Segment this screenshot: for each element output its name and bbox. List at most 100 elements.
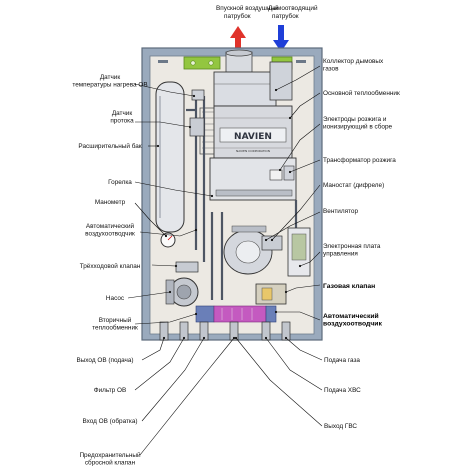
auto-air-vent-label-line: воздухоотводчик bbox=[85, 231, 135, 238]
ignition-transformer-callout: Трансформатор розжига bbox=[288, 157, 396, 174]
pump-label: Насос bbox=[106, 295, 125, 302]
pump-leader-dot bbox=[168, 290, 172, 294]
expansion-tank-leader-dot bbox=[156, 144, 160, 148]
flow-sensor-label-line: протока bbox=[110, 118, 134, 125]
burner-label: Горелка bbox=[108, 179, 132, 186]
cold-water-supply-leader-dot bbox=[264, 336, 268, 340]
control-board-label-line: управления bbox=[323, 251, 358, 258]
manostat-label-line: Маностат (дифреле) bbox=[323, 182, 384, 189]
gas-valve-leader bbox=[285, 284, 321, 293]
expansion-tank-label: Расширительный бак bbox=[78, 142, 141, 150]
main-hx-label-line: Основной теплообменник bbox=[323, 89, 400, 97]
secondary-hx-label-line: Вторичный bbox=[99, 316, 132, 324]
ov-supply-callout: Выход ОВ (подача) bbox=[76, 336, 166, 364]
ignition-transformer-label-line: Трансформатор розжига bbox=[323, 157, 396, 164]
fan-leader bbox=[265, 211, 321, 241]
air-inlet-arrow bbox=[230, 26, 246, 55]
flow-sensor-part bbox=[189, 117, 205, 137]
flue-outlet-label-l2: патрубок bbox=[272, 12, 299, 20]
gas-valve-part bbox=[255, 283, 287, 305]
expansion-tank-label-line: Расширительный бак bbox=[78, 142, 141, 150]
three-way-valve-label: Трёхходовой клапан bbox=[80, 262, 141, 270]
auto-air-vent-right-label-line: воздухоотводчик bbox=[323, 321, 382, 328]
fan-callout: Вентилятор bbox=[264, 208, 358, 242]
safety-valve-label-line: Предохранительный bbox=[79, 451, 141, 459]
air-inlet-label-l2: патрубок bbox=[224, 12, 251, 20]
brand-subtitle: NAVIEN CORPORATION bbox=[236, 149, 270, 153]
fan-label: Вентилятор bbox=[323, 208, 358, 215]
ov-return-callout: Вход ОВ (обратка) bbox=[82, 336, 206, 425]
ignition-transformer-leader-dot bbox=[288, 170, 292, 174]
hot-water-outlet-leader-dot bbox=[234, 336, 238, 340]
brand-logo: NAVIEN bbox=[234, 132, 272, 142]
ov-filter-label-line: Фильтр ОВ bbox=[94, 387, 126, 394]
gas-supply-leader-dot bbox=[284, 336, 288, 340]
control-board-label-line: Электронная плата bbox=[323, 243, 381, 250]
bottom-nozzles bbox=[159, 321, 291, 341]
manometer-label: Манометр bbox=[95, 199, 126, 206]
burner-leader bbox=[134, 181, 213, 197]
manometer-leader-dot bbox=[164, 234, 168, 238]
gas-valve-label: Газовая клапан bbox=[323, 283, 375, 290]
fan-label-line: Вентилятор bbox=[323, 208, 358, 215]
fan-leader-dot bbox=[264, 238, 268, 242]
main-hx-label: Основной теплообменник bbox=[323, 89, 400, 97]
three-way-valve-part bbox=[175, 261, 199, 273]
ov-supply-leader bbox=[141, 337, 165, 361]
gas-valve-callout: Газовая клапан bbox=[284, 283, 375, 294]
pump-label-line: Насос bbox=[106, 295, 125, 302]
three-way-valve-callout: Трёхходовой клапан bbox=[80, 262, 178, 270]
gas-valve-leader-dot bbox=[284, 290, 288, 294]
hot-water-outlet-leader bbox=[235, 337, 323, 427]
control-board-leader-dot bbox=[298, 264, 302, 268]
secondary-hx-label-line: теплообменник bbox=[92, 324, 138, 332]
cold-water-supply-label-line: Подача ХВС bbox=[324, 387, 361, 394]
flue-collector-label-line: Коллектор дымовых bbox=[323, 58, 384, 65]
ov-return-leader-dot bbox=[202, 336, 206, 340]
ov-filter-callout: Фильтр ОВ bbox=[94, 336, 186, 394]
ov-return-leader bbox=[141, 337, 205, 422]
ov-temp-sensor-label-line: температуры нагрева ОВ bbox=[72, 82, 147, 89]
cold-water-supply-callout: Подача ХВС bbox=[264, 336, 361, 394]
secondary-hx-leader-dot bbox=[194, 312, 198, 316]
ov-supply-leader-dot bbox=[162, 336, 166, 340]
gas-valve-label-line: Газовая клапан bbox=[323, 283, 375, 290]
flue-collector-leader bbox=[275, 65, 321, 91]
auto-air-vent-label-line: Автоматический bbox=[86, 222, 135, 230]
manometer-callout: Манометр bbox=[95, 199, 168, 238]
auto-air-vent-leader bbox=[139, 229, 197, 237]
main-hx-callout: Основной теплообменник bbox=[288, 89, 400, 120]
hot-water-outlet-label-line: Выход ГВС bbox=[324, 423, 357, 430]
manometer-leader bbox=[134, 202, 167, 237]
safety-valve-leader bbox=[139, 337, 235, 456]
flue-collector-leader-dot bbox=[274, 88, 278, 92]
three-way-valve-label-line: Трёхходовой клапан bbox=[80, 262, 141, 270]
auto-air-vent-right-leader-dot bbox=[274, 310, 278, 314]
ov-supply-label-line: Выход ОВ (подача) bbox=[76, 357, 133, 364]
auto-air-vent-leader-dot bbox=[194, 228, 198, 232]
ignition-electrodes-leader-dot bbox=[278, 168, 282, 172]
pump-callout: Насос bbox=[106, 290, 172, 302]
gas-supply-callout: Подача газа bbox=[284, 336, 360, 364]
expansion-tank-callout: Расширительный бак bbox=[78, 142, 160, 150]
ignition-transformer-leader bbox=[289, 159, 321, 173]
ov-return-label: Вход ОВ (обратка) bbox=[82, 417, 137, 425]
manostat-callout: Маностат (дифреле) bbox=[270, 182, 384, 242]
manostat-leader-dot bbox=[270, 238, 274, 242]
manostat-label: Маностат (дифреле) bbox=[323, 182, 384, 189]
